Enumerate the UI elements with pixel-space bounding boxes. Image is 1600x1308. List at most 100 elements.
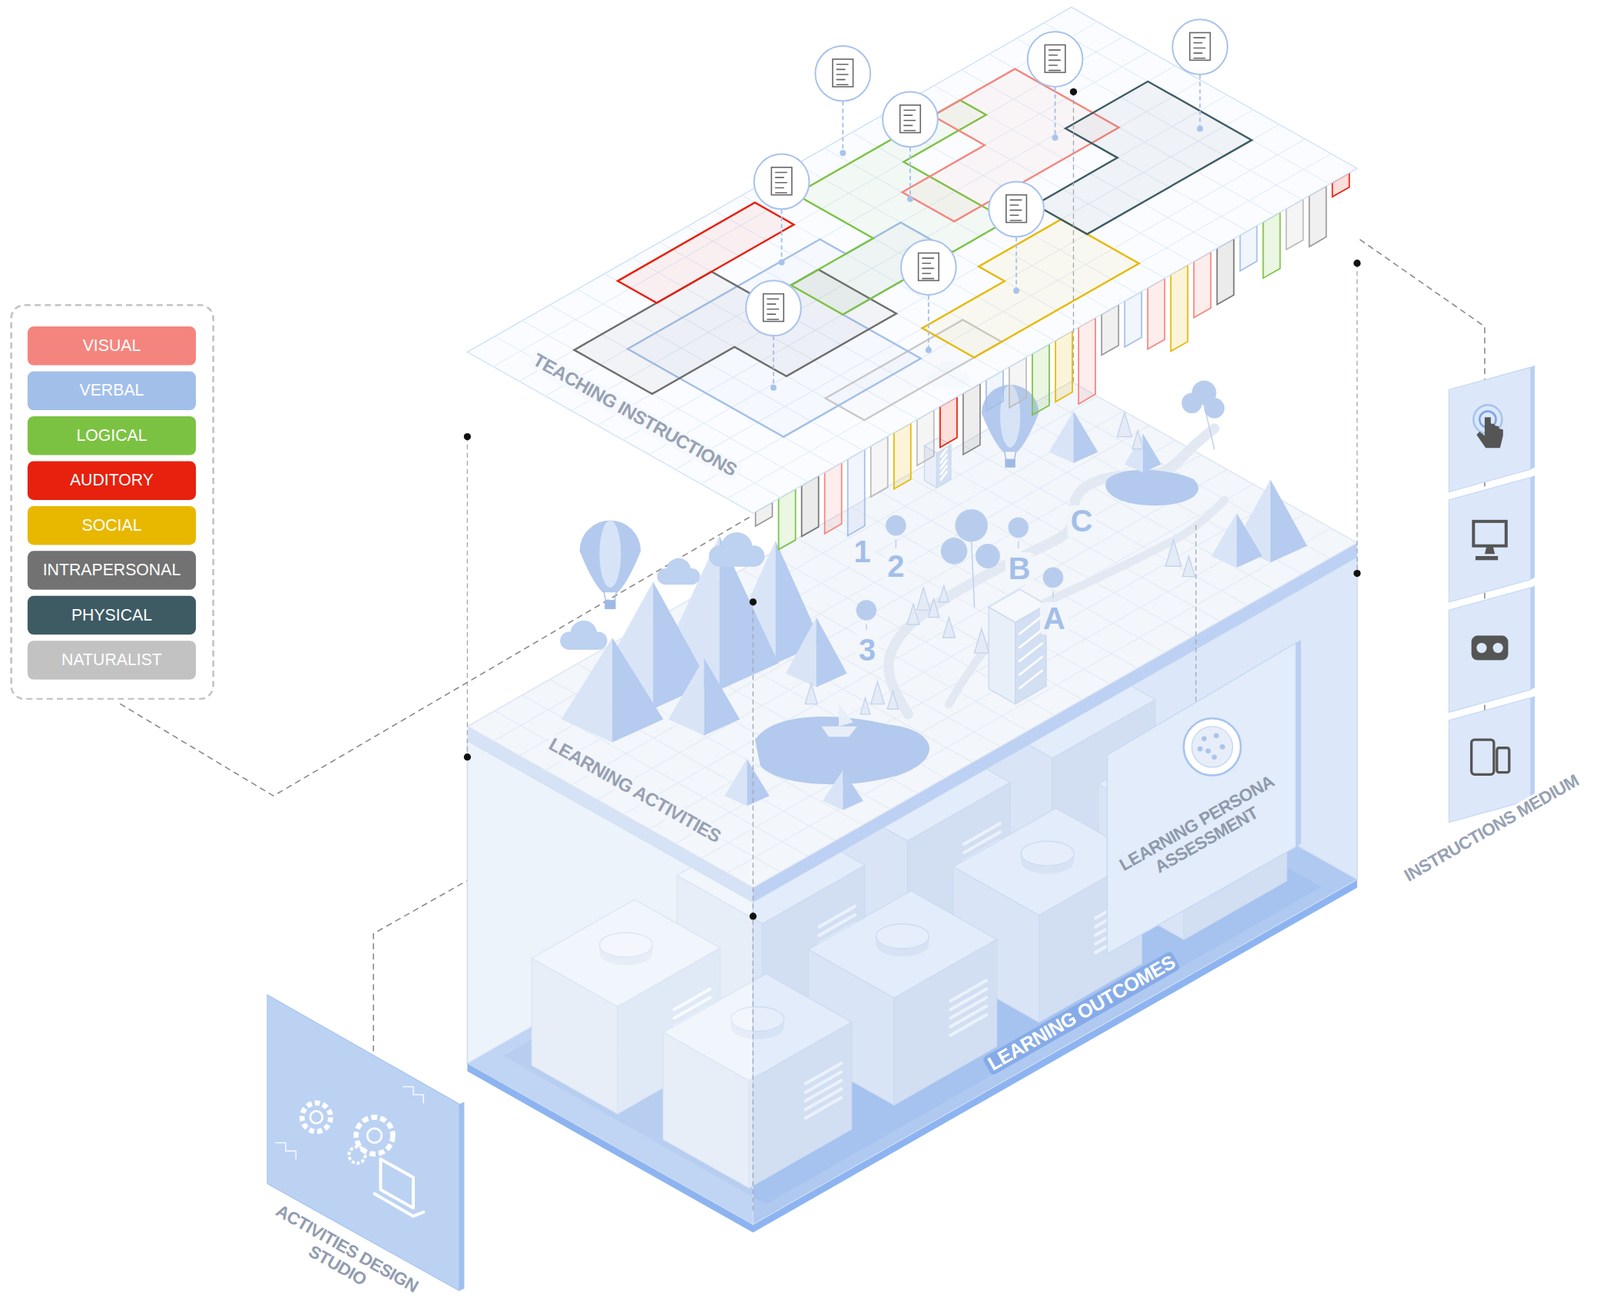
instruction-medium xyxy=(1448,365,1535,823)
document-line xyxy=(904,129,916,132)
document-line xyxy=(922,272,931,275)
document-line xyxy=(767,303,776,305)
grid-line xyxy=(824,523,1110,685)
document-sheet xyxy=(1189,33,1211,61)
tree xyxy=(860,698,871,715)
balloon xyxy=(1008,517,1030,539)
document-icon xyxy=(882,92,938,203)
balloon xyxy=(1181,392,1203,414)
persona-dot xyxy=(1201,735,1207,742)
icon-stem xyxy=(1054,87,1057,138)
document-icon xyxy=(1027,31,1084,141)
medium-panel xyxy=(1448,586,1535,713)
tree xyxy=(938,586,949,603)
icon-circle xyxy=(745,280,802,336)
balloon-string xyxy=(895,539,897,549)
document-line xyxy=(836,83,849,86)
document-icons xyxy=(745,19,1228,391)
tree xyxy=(1116,412,1132,438)
guide-dot xyxy=(749,912,757,920)
guide-dot xyxy=(1353,259,1361,267)
tree xyxy=(871,681,885,704)
document-line xyxy=(1193,36,1206,39)
guide-dot xyxy=(1353,569,1361,577)
hand-icon xyxy=(1476,417,1504,448)
icon-stem xyxy=(1015,238,1017,292)
studio-panel: ACTIVITIES DESIGN STUDIO xyxy=(260,990,465,1305)
document-line xyxy=(775,187,785,189)
icon-circle xyxy=(901,239,957,295)
persona-icon xyxy=(1183,718,1241,776)
mountain xyxy=(1049,410,1074,463)
balloon-rope xyxy=(614,592,617,600)
cloud xyxy=(569,638,599,650)
guide-line xyxy=(1356,263,1358,574)
icon-circle xyxy=(754,154,810,210)
document-line xyxy=(904,119,916,122)
instruction-tab xyxy=(1193,251,1211,319)
keyboard-icon xyxy=(1475,556,1498,560)
instruction-tab xyxy=(1309,185,1327,247)
learning-route xyxy=(922,219,1140,358)
balloon-rope xyxy=(1014,451,1017,459)
learning-route xyxy=(1035,81,1253,235)
tablet-icon xyxy=(1471,739,1494,775)
mountain xyxy=(719,535,779,690)
guide-lines xyxy=(463,88,1362,1215)
legend-swatch: VISUAL xyxy=(27,326,196,365)
balloon-rope xyxy=(603,592,606,600)
persona-dot xyxy=(1219,744,1226,750)
balloon-string xyxy=(1017,541,1019,548)
document-line xyxy=(1049,49,1061,51)
tree xyxy=(1182,556,1196,577)
medium-panel-edge xyxy=(1530,475,1535,580)
document-line xyxy=(767,318,779,321)
stem-dot xyxy=(1013,288,1020,295)
document-line xyxy=(1010,199,1022,202)
tree xyxy=(927,599,939,618)
teaching-plane xyxy=(467,6,1357,550)
laptop-icon xyxy=(374,1193,425,1216)
mountain xyxy=(724,758,747,806)
medium-panel xyxy=(1448,365,1535,493)
document-line xyxy=(775,172,788,174)
balloon-basket xyxy=(604,599,616,610)
document-line xyxy=(767,298,779,300)
document-line xyxy=(775,192,788,194)
instruction-tab xyxy=(894,423,911,490)
studio-icons xyxy=(275,1086,425,1217)
mountain xyxy=(1073,410,1099,463)
icon-stem xyxy=(772,336,775,388)
icon-stem xyxy=(781,210,783,263)
document-line xyxy=(1193,42,1203,44)
hot-air-balloon xyxy=(579,520,642,610)
mountain xyxy=(816,617,848,688)
mountain xyxy=(1142,433,1162,474)
panel-edge xyxy=(1295,639,1302,848)
legend-text: VERBAL xyxy=(79,381,145,401)
instruction-tab xyxy=(1032,344,1050,415)
cloud xyxy=(665,574,693,585)
tree xyxy=(804,683,818,705)
grid-line xyxy=(597,454,1202,800)
icon-stem xyxy=(841,102,844,153)
instruction-tab xyxy=(1055,331,1073,402)
document-line xyxy=(904,114,913,116)
gear-icon xyxy=(348,1146,365,1163)
instruction-tab xyxy=(801,476,819,537)
document-line xyxy=(1010,219,1022,222)
cloud xyxy=(708,532,766,567)
document-line xyxy=(767,308,779,311)
lake xyxy=(1105,470,1199,506)
legend-swatch: NATURALIST xyxy=(27,640,196,680)
cloud xyxy=(657,558,701,586)
path-road xyxy=(948,500,1225,705)
gear-icon xyxy=(367,1128,382,1143)
document-icon xyxy=(988,181,1044,294)
balloon xyxy=(856,599,878,621)
document-sheet xyxy=(771,167,792,196)
instruction-tab xyxy=(824,462,842,534)
building xyxy=(988,589,1047,623)
mountain xyxy=(704,658,740,736)
